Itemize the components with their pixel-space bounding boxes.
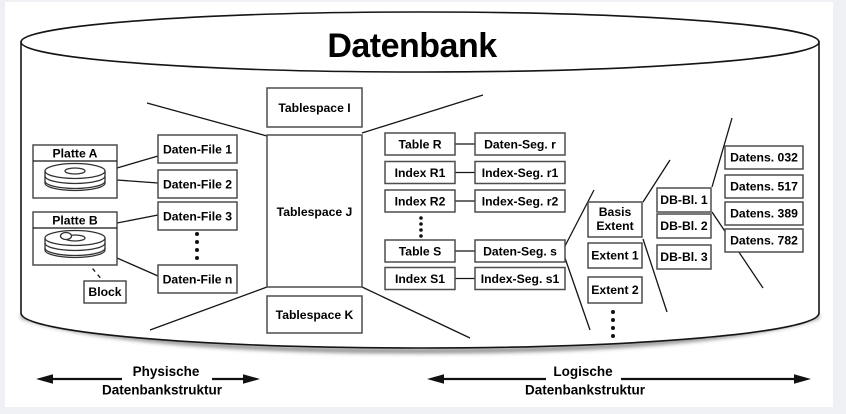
arrowhead-left-icon xyxy=(36,374,53,384)
disk-a-box: Platte A xyxy=(32,144,118,199)
daten-seg-s-label: Daten-Seg. s xyxy=(483,245,557,259)
block-label: Block xyxy=(88,285,121,299)
index-seg-r1-label: Index-Seg. r1 xyxy=(482,166,559,180)
arrowhead-left-icon xyxy=(427,374,444,384)
record-boxes: Datens. 032 Datens. 517 Datens. 389 Date… xyxy=(724,145,804,253)
table-s-label: Table S xyxy=(399,245,441,259)
fan-lines xyxy=(146,94,764,339)
basis-extent-label-line1: Basis xyxy=(599,205,632,219)
block-box: Block xyxy=(83,280,127,304)
cylinder-top xyxy=(20,11,820,73)
daten-file-boxes: Daten-File 1 Daten-File 2 Daten-File 3 D… xyxy=(157,134,238,294)
arrowhead-right-icon xyxy=(243,374,260,384)
block-marker-icon xyxy=(59,231,73,241)
disk-b-box: Platte B xyxy=(32,211,118,266)
legend-physical-line1: Physische xyxy=(133,364,200,379)
record-517-label: Datens. 517 xyxy=(730,180,798,194)
db-block-1-label: DB-Bl. 1 xyxy=(660,193,708,207)
object-segment-connectors xyxy=(455,143,475,280)
tablespace-boxes: Tablespace I Tablespace J Tablespace K xyxy=(266,87,363,334)
ellipsis-dots xyxy=(195,232,199,260)
object-boxes: Table R Index R1 Index R2 Table S Index … xyxy=(384,132,456,291)
legend-logical: Logische Datenbankstruktur xyxy=(427,364,811,398)
record-782-label: Datens. 782 xyxy=(730,234,798,248)
disk-icon xyxy=(44,229,106,259)
disk-b-label: Platte B xyxy=(52,214,98,228)
daten-file-3-label: Daten-File 3 xyxy=(163,210,232,224)
index-seg-s1-label: Index-Seg. s1 xyxy=(481,272,560,286)
record-389-label: Datens. 389 xyxy=(730,207,798,221)
legend-physical: Physische Datenbankstruktur xyxy=(36,364,260,398)
segment-boxes: Daten-Seg. r Index-Seg. r1 Index-Seg. r2… xyxy=(474,132,566,291)
index-r2-label: Index R2 xyxy=(395,195,446,209)
disk-icon xyxy=(44,162,106,192)
legend-logical-line1: Logische xyxy=(553,364,613,379)
tablespace-j-label: Tablespace J xyxy=(277,205,353,219)
daten-file-n-label: Daten-File n xyxy=(163,273,233,287)
daten-file-2-label: Daten-File 2 xyxy=(163,178,232,192)
index-r1-label: Index R1 xyxy=(395,166,446,180)
legend-physical-line2: Datenbankstruktur xyxy=(102,383,223,398)
extent-1-label: Extent 1 xyxy=(591,249,639,263)
ellipsis-dots xyxy=(611,310,615,338)
basis-extent-label-line2: Extent xyxy=(596,219,633,233)
extent-2-label: Extent 2 xyxy=(591,283,639,297)
index-seg-r2-label: Index-Seg. r2 xyxy=(482,195,559,209)
daten-seg-r-label: Daten-Seg. r xyxy=(484,138,556,152)
db-block-boxes: DB-Bl. 1 DB-Bl. 2 DB-Bl. 3 xyxy=(656,187,712,270)
db-block-3-label: DB-Bl. 3 xyxy=(660,250,708,264)
daten-file-1-label: Daten-File 1 xyxy=(163,143,232,157)
diagram-title: Datenbank xyxy=(327,27,497,65)
index-s1-label: Index S1 xyxy=(395,272,445,286)
tablespace-k-label: Tablespace K xyxy=(276,308,354,322)
legend-logical-line2: Datenbankstruktur xyxy=(525,383,646,398)
table-r-label: Table R xyxy=(398,138,441,152)
tablespace-i-label: Tablespace I xyxy=(278,101,350,115)
arrowhead-right-icon xyxy=(794,374,811,384)
ellipsis-dots xyxy=(419,216,423,238)
record-032-label: Datens. 032 xyxy=(730,151,798,165)
db-block-2-label: DB-Bl. 2 xyxy=(660,219,708,233)
extent-boxes: Basis Extent Extent 1 Extent 2 xyxy=(587,201,643,338)
disk-a-label: Platte A xyxy=(53,147,98,161)
